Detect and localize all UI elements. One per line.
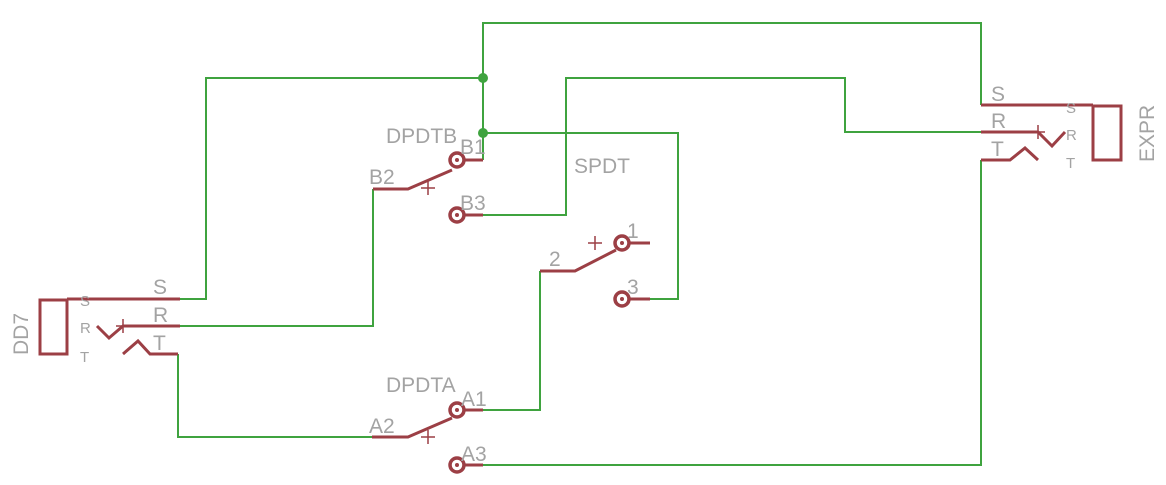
switch-dpdtb[interactable]: DPDTB B1 B2 B3	[369, 125, 486, 224]
pin-label: S	[1066, 100, 1076, 117]
wire-dd7-t-a2[interactable]	[177, 354, 372, 438]
pin-label: A1	[461, 388, 487, 411]
net-label: R	[991, 110, 1006, 133]
pin-label: T	[1066, 155, 1075, 172]
net-label: T	[153, 332, 166, 355]
part-label: EXPR	[1136, 105, 1159, 162]
wire-a1-spdt-2[interactable]	[483, 271, 541, 411]
net-label: S	[153, 276, 167, 299]
net-label: R	[153, 304, 168, 327]
jack-body	[1091, 104, 1123, 162]
junction-dot	[478, 73, 488, 83]
part-label: DD7	[10, 313, 33, 355]
part-label: DPDTB	[386, 125, 457, 148]
pin-label: 2	[549, 248, 561, 271]
pin-label: R	[1066, 127, 1077, 144]
wire-b3-expr-r[interactable]	[483, 77, 981, 216]
pin-label: T	[80, 349, 89, 366]
wires	[177, 22, 982, 466]
pin-label: B3	[460, 192, 486, 215]
jack-dd7[interactable]: DD7 S R T S R T	[10, 276, 180, 366]
pin-label: 1	[627, 220, 639, 243]
jack-expr[interactable]: EXPR S R T S R T	[981, 83, 1159, 172]
wire-b2-dd7-r[interactable]	[180, 189, 374, 327]
net-label: T	[991, 138, 1004, 161]
net-label: S	[991, 83, 1005, 106]
wire-a3-expr-t[interactable]	[483, 160, 982, 466]
pin-label: B2	[369, 166, 395, 189]
wire-expr-s[interactable]	[482, 22, 982, 160]
pin-label: S	[80, 293, 90, 310]
pin-label: R	[80, 320, 91, 337]
pin-label: A3	[461, 443, 487, 466]
junction-dot	[478, 128, 488, 138]
jack-body	[38, 298, 69, 356]
part-label: DPDTA	[386, 374, 456, 397]
switch-spdt[interactable]: SPDT 1 2 3	[540, 155, 650, 308]
switch-dpdta[interactable]: DPDTA A1 A2 A3	[369, 374, 487, 474]
pin-label: 3	[627, 276, 639, 299]
part-label: SPDT	[574, 155, 630, 178]
wire-dd7-s[interactable]	[180, 77, 483, 300]
pin-label: B1	[460, 136, 486, 159]
wire-spdt-3[interactable]	[483, 132, 679, 300]
pin-label: A2	[369, 415, 395, 438]
